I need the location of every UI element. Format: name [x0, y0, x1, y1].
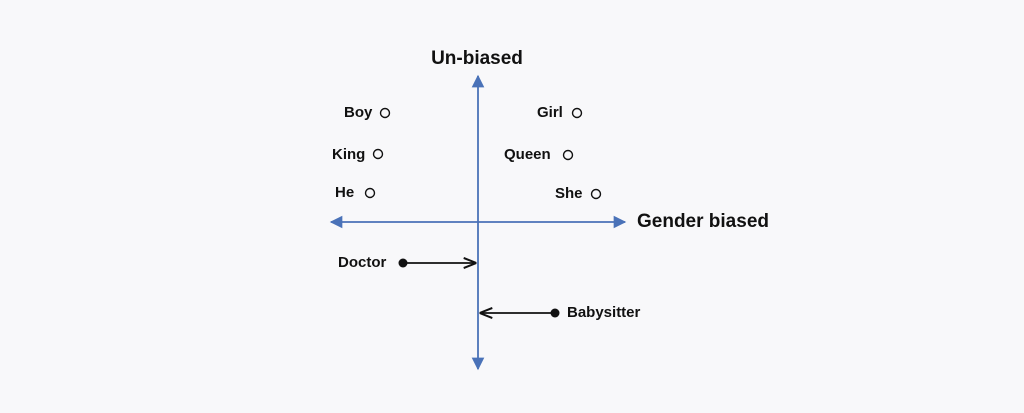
she-marker-open-circle-icon	[590, 188, 602, 200]
vertical-axis-label: Un-biased	[431, 48, 523, 69]
word-babysitter: Babysitter	[567, 304, 641, 321]
queen-marker-open-circle-icon	[562, 149, 574, 161]
word-queen: Queen	[504, 146, 551, 163]
word-he: He	[335, 184, 354, 201]
word-girl: Girl	[537, 104, 563, 121]
horizontal-axis-label: Gender biased	[637, 211, 769, 232]
word-boy: Boy	[344, 104, 373, 121]
boy-marker-open-circle-icon	[379, 107, 391, 119]
word-she: She	[555, 185, 583, 202]
girl-marker-open-circle-icon	[571, 107, 583, 119]
word-doctor: Doctor	[338, 254, 386, 271]
king-marker-open-circle-icon	[372, 148, 384, 160]
he-marker-open-circle-icon	[364, 187, 376, 199]
word-king: King	[332, 146, 365, 163]
